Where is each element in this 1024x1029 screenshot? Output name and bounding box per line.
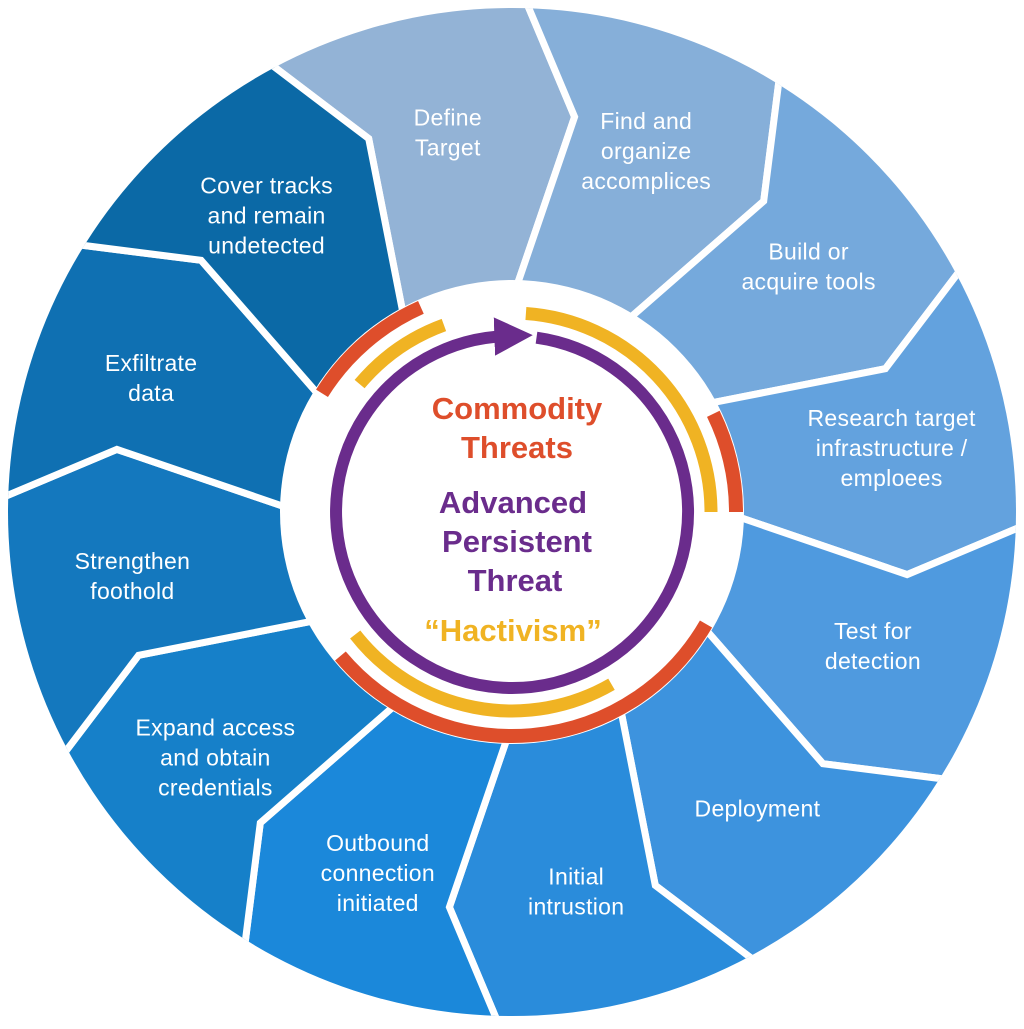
center-hole (280, 280, 744, 744)
stage-label-line: data (128, 380, 174, 406)
stage-label-line: Find and (600, 108, 692, 134)
hactivism-arc-top-left (354, 318, 447, 389)
stage-label-line: infrastructure / (816, 435, 968, 461)
apt-loop-arc (330, 317, 695, 694)
stage-label-line: connection (321, 860, 435, 886)
stage-label-line: acquire tools (741, 269, 875, 295)
stage-label-line: Cover tracks (200, 172, 333, 198)
threat-arcs (316, 301, 743, 744)
commodity-threats-line1: Commodity (432, 391, 603, 426)
stage-label-line: Research target (808, 405, 976, 431)
stage-label-line: and obtain (160, 744, 270, 770)
stage-label-line: and remain (208, 202, 326, 228)
stage-label-line: emploees (841, 465, 943, 491)
stage-label-line: undetected (208, 232, 325, 258)
apt-line1: Advanced (439, 485, 587, 520)
stage-label-line: organize (601, 138, 692, 164)
stage-label-line: Strengthen (75, 548, 191, 574)
stage-label-line: credentials (158, 774, 273, 800)
commodity-arc-bottom (335, 620, 713, 744)
hactivism-arc-right (525, 307, 718, 513)
stage-label-line: accomplices (581, 168, 711, 194)
stage-label-line: intrustion (528, 894, 624, 920)
stage-label-line: Expand access (135, 714, 295, 740)
center-legend: Commodity Threats Advanced Persistent Th… (424, 391, 603, 648)
hactivism-arc-bottom (350, 630, 615, 718)
commodity-threats-line2: Threats (461, 430, 573, 465)
commodity-arc-top-left (316, 301, 424, 398)
stage-label-line: Exfiltrate (105, 350, 197, 376)
stage-label-line: Define (414, 104, 482, 130)
apt-line3: Threat (468, 563, 563, 598)
stage-label-line: Initial (548, 864, 604, 890)
stage-label-line: Target (415, 134, 481, 160)
commodity-arc-right (706, 410, 743, 513)
stage-label-line: detection (825, 648, 921, 674)
stage-label-line: initiated (337, 890, 419, 916)
stage-label-line: Deployment (695, 796, 821, 822)
apt-line2: Persistent (442, 524, 592, 559)
stage-label-line: foothold (90, 578, 174, 604)
stage-label-line: Test for (834, 618, 912, 644)
stage-label-line: Build or (768, 239, 848, 265)
stage-label-line: Outbound (326, 830, 429, 856)
hactivism-label: “Hactivism” (424, 613, 601, 648)
